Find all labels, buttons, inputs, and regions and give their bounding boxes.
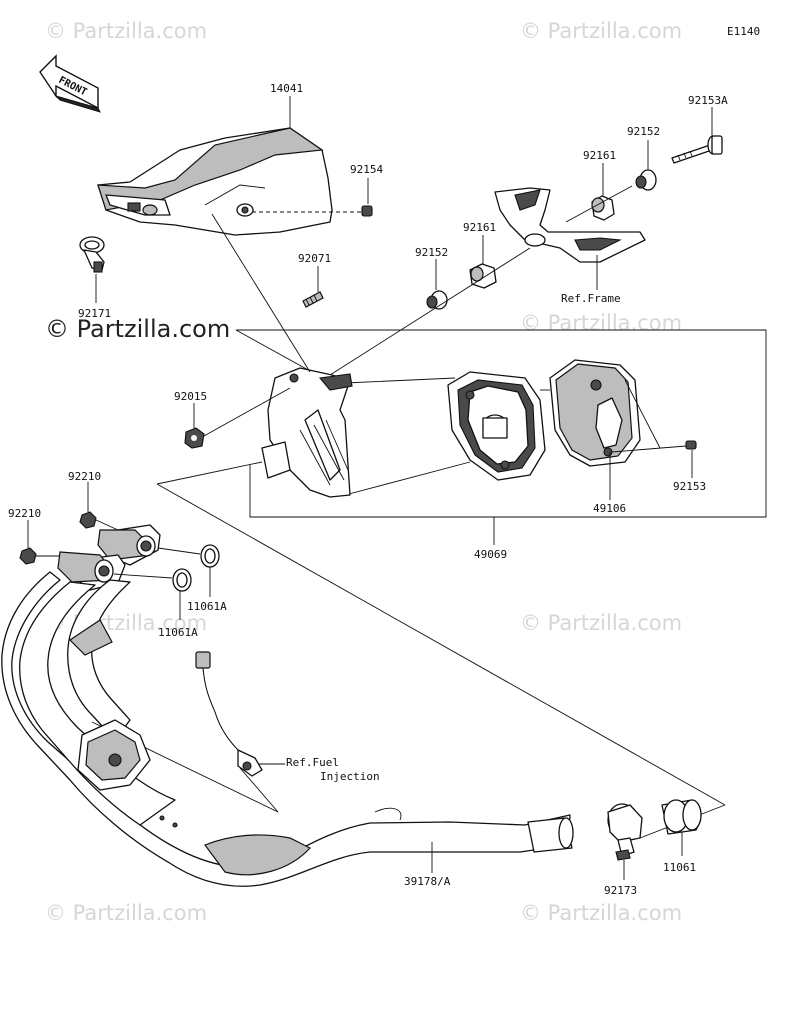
part-label-92152: 92152 bbox=[627, 125, 660, 138]
watermark: © Partzilla.com bbox=[45, 19, 207, 43]
watermark-dark: © Partzilla.com bbox=[45, 315, 230, 343]
muffler-body bbox=[261, 367, 471, 498]
spring-92071 bbox=[302, 291, 324, 308]
part-label-92161: 92161 bbox=[463, 221, 496, 234]
part-label-92152: 92152 bbox=[415, 246, 448, 259]
nut-92210-lower bbox=[19, 547, 37, 565]
part-label-92154: 92154 bbox=[350, 163, 383, 176]
gasket-11061A-upper bbox=[200, 544, 220, 568]
gasket-11061A-lower bbox=[172, 568, 192, 592]
assembly-guideline bbox=[156, 461, 726, 839]
leader bbox=[611, 445, 687, 453]
part-label-14041: 14041 bbox=[270, 82, 303, 95]
part-label-92173: 92173 bbox=[604, 884, 637, 897]
clamp-92173 bbox=[607, 803, 643, 861]
part-label-92071: 92071 bbox=[298, 252, 331, 265]
frame-bracket bbox=[494, 187, 646, 263]
part-label-39178A: 39178/A bbox=[404, 875, 451, 888]
watermark: © Partzilla.com bbox=[520, 311, 682, 335]
leader bbox=[239, 767, 279, 813]
bolt-92153A bbox=[671, 135, 723, 164]
part-label-92171: 92171 bbox=[78, 307, 111, 320]
part-label-11061A: 11061A bbox=[187, 600, 227, 613]
part-label-92210: 92210 bbox=[8, 507, 41, 520]
ref-frame-label: Ref.Frame bbox=[561, 292, 621, 305]
part-label-92153: 92153 bbox=[673, 480, 706, 493]
oxygen-sensor bbox=[195, 651, 263, 777]
muffler-cover-49106 bbox=[549, 359, 661, 467]
front-arrow-icon: FRONT bbox=[39, 54, 101, 113]
part-label-11061A: 11061A bbox=[158, 626, 198, 639]
watermark: © Partzilla.com bbox=[45, 901, 207, 925]
watermark: © Partzilla.com bbox=[520, 19, 682, 43]
nut-92210-upper bbox=[79, 511, 97, 529]
leader bbox=[113, 573, 173, 579]
muffler-end-cap bbox=[447, 371, 546, 481]
diagram-code: E1140 bbox=[727, 25, 760, 38]
watermark: © Partzilla.com bbox=[520, 901, 682, 925]
part-label-92153A: 92153A bbox=[688, 94, 728, 107]
exhaust-header-pipe bbox=[1, 571, 574, 887]
ref-injection-label: Injection bbox=[320, 770, 380, 783]
grommet-92161-lower bbox=[469, 263, 497, 289]
exhaust-flange-upper bbox=[95, 519, 161, 566]
clamp-92171 bbox=[79, 236, 105, 273]
leader bbox=[157, 547, 201, 555]
washer-92152-lower bbox=[426, 290, 448, 310]
leader bbox=[203, 387, 291, 437]
gasket-11061 bbox=[661, 799, 702, 835]
leader bbox=[211, 213, 311, 373]
part-label-49069: 49069 bbox=[474, 548, 507, 561]
washer-92152-upper bbox=[635, 169, 657, 191]
nut-92154 bbox=[361, 205, 373, 217]
watermark: © Partzilla.com bbox=[520, 611, 682, 635]
nut-92015 bbox=[184, 427, 205, 449]
grommet-92161-upper bbox=[591, 195, 615, 221]
bolt-92153 bbox=[685, 440, 697, 450]
part-label-49106: 49106 bbox=[593, 502, 626, 515]
leader bbox=[329, 247, 531, 376]
ref-fuel-label: Ref.Fuel bbox=[286, 756, 339, 769]
part-label-92210: 92210 bbox=[68, 470, 101, 483]
part-label-11061: 11061 bbox=[663, 861, 696, 874]
part-label-92015: 92015 bbox=[174, 390, 207, 403]
heat-shield-cover bbox=[97, 127, 333, 236]
leader bbox=[565, 185, 633, 223]
part-label-92161: 92161 bbox=[583, 149, 616, 162]
